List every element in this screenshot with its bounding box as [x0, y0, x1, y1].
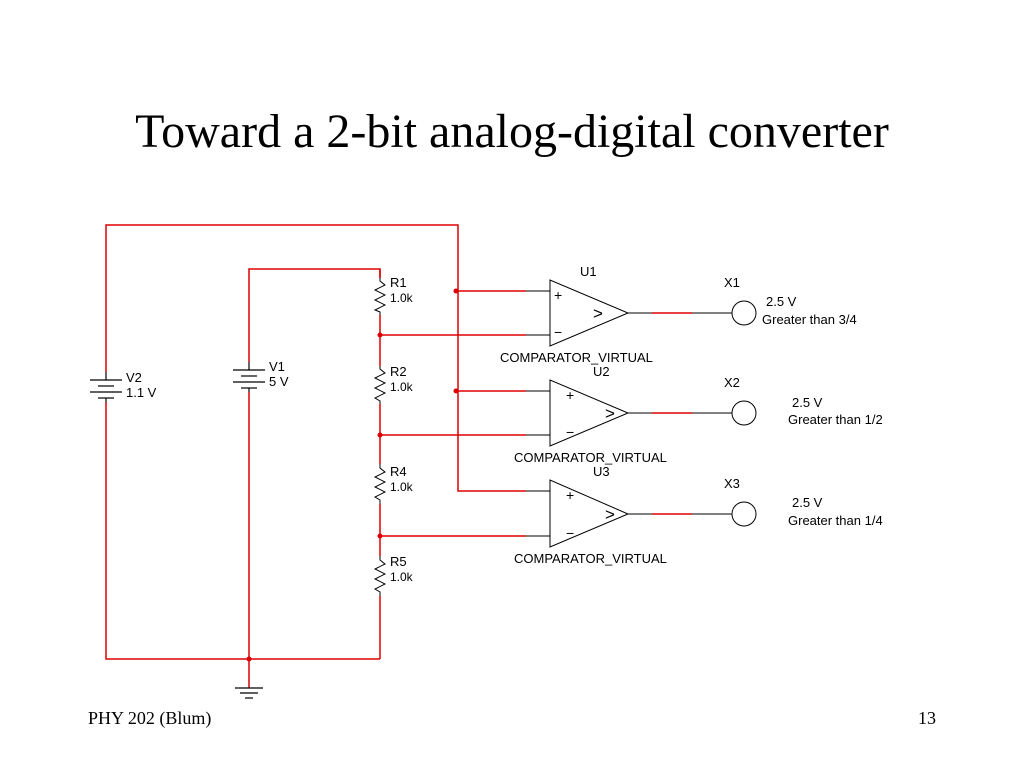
r1-value-label: 1.0k: [390, 291, 414, 305]
x3-description-label: Greater than 1/4: [788, 513, 883, 528]
junction-dot: [453, 288, 459, 294]
junction-dot: [377, 332, 383, 338]
comparator-u2: [549, 379, 630, 447]
junction-dot: [377, 533, 383, 539]
resistor-r5: [373, 556, 387, 596]
x3-voltage-label: 2.5 V: [792, 495, 823, 510]
r1-name-label: R1: [390, 275, 407, 290]
u3-minus-sign: −: [566, 525, 574, 541]
u1-minus-sign: −: [554, 324, 562, 340]
footer-course-label: PHY 202 (Blum): [88, 708, 212, 728]
x2-name-label: X2: [724, 375, 740, 390]
resistor-r1: [373, 269, 387, 315]
x1-name-label: X1: [724, 275, 740, 290]
wires: [105, 224, 692, 688]
probe-x2: [731, 400, 757, 426]
r4-value-label: 1.0k: [390, 480, 414, 494]
x1-description-label: Greater than 3/4: [762, 312, 857, 327]
u2-plus-sign: +: [566, 387, 574, 403]
x2-description-label: Greater than 1/2: [788, 412, 883, 427]
wire-v2-bottom: [105, 402, 380, 660]
resistor-r2: [373, 366, 387, 404]
u3-name-label: U3: [593, 464, 610, 479]
r5-name-label: R5: [390, 554, 407, 569]
x2-voltage-label: 2.5 V: [792, 395, 823, 410]
component-leads: [526, 290, 732, 537]
r2-name-label: R2: [390, 364, 407, 379]
v1-value-label: 5 V: [269, 374, 289, 389]
v1-name-label: V1: [269, 359, 285, 374]
wire-v2-top: [105, 224, 526, 492]
u1-plus-sign: +: [554, 287, 562, 303]
junction-dot: [246, 656, 252, 662]
battery-v1: [233, 362, 265, 392]
u1-symbol: >: [593, 304, 603, 323]
r5-value-label: 1.0k: [390, 570, 414, 584]
slide-title: Toward a 2-bit analog-digital converter: [135, 105, 889, 158]
u1-model-label: COMPARATOR_VIRTUAL: [500, 350, 653, 365]
r2-value-label: 1.0k: [390, 380, 414, 394]
page-number: 13: [918, 708, 936, 728]
u1-name-label: U1: [580, 264, 597, 279]
u2-symbol: >: [605, 404, 615, 423]
x1-voltage-label: 2.5 V: [766, 294, 797, 309]
x3-name-label: X3: [724, 476, 740, 491]
v2-name-label: V2: [126, 370, 142, 385]
u3-model-label: COMPARATOR_VIRTUAL: [514, 551, 667, 566]
resistor-r4: [373, 464, 387, 504]
junction-dot: [377, 432, 383, 438]
u2-model-label: COMPARATOR_VIRTUAL: [514, 450, 667, 465]
junction-dot: [453, 388, 459, 394]
wire-v1-top: [248, 268, 381, 362]
u2-name-label: U2: [593, 364, 610, 379]
probe-x1: [731, 300, 757, 326]
junction-dots: [246, 288, 459, 662]
u3-symbol: >: [605, 505, 615, 524]
v2-value-label: 1.1 V: [126, 385, 157, 400]
battery-v2: [90, 372, 122, 402]
u2-minus-sign: −: [566, 424, 574, 440]
ground-symbol: [235, 687, 263, 699]
probe-x3: [731, 501, 757, 527]
comparator-u1: [549, 279, 630, 347]
u3-plus-sign: +: [566, 487, 574, 503]
r4-name-label: R4: [390, 464, 407, 479]
comparator-u3: [549, 479, 630, 548]
